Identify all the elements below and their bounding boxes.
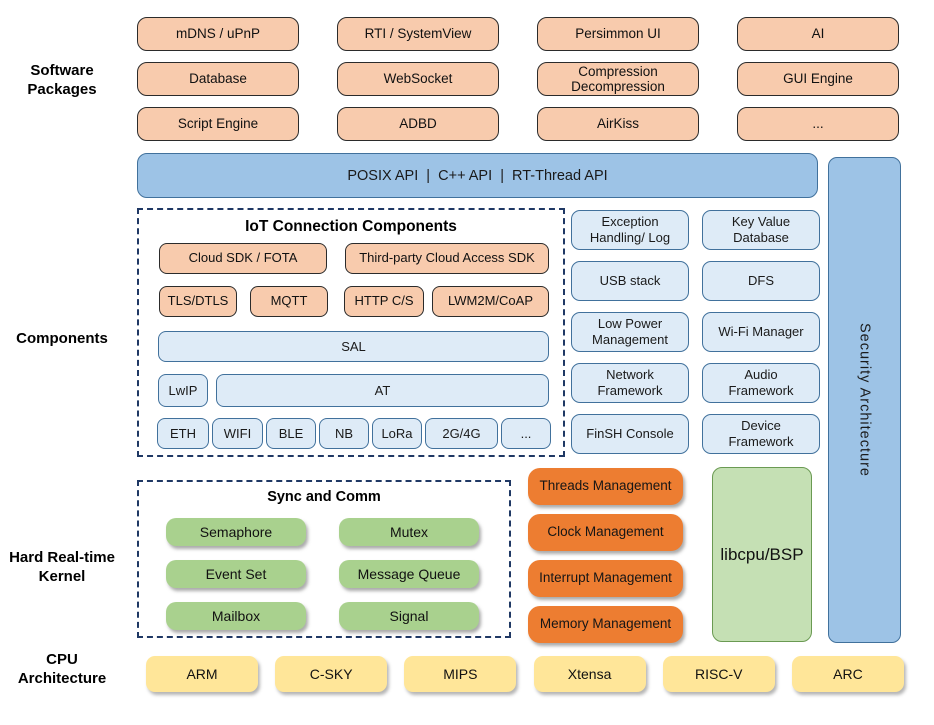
iot-box-lora: LoRa: [372, 418, 422, 449]
iot-box-lwip: LwIP: [158, 374, 208, 407]
cpu-box-c-sky: C-SKY: [275, 656, 388, 692]
sync-group-title: Sync and Comm: [267, 489, 381, 505]
iot-box-at: AT: [216, 374, 549, 407]
iot-box-2g-4g: 2G/4G: [425, 418, 498, 449]
component-box-dfs: DFS: [702, 261, 820, 301]
kernel-box-memory-management: Memory Management: [528, 606, 683, 643]
component-box-exception-handling-log: Exception Handling/ Log: [571, 210, 689, 250]
package-box-gui-engine: GUI Engine: [737, 62, 899, 96]
package-box-websocket: WebSocket: [337, 62, 499, 96]
iot-cloud-row: Cloud SDK / FOTA Third-party Cloud Acces…: [159, 243, 549, 274]
component-box-wifi-manager: Wi-Fi Manager: [702, 312, 820, 352]
iot-group-title: IoT Connection Components: [245, 218, 457, 235]
package-box-compression: Compression Decompression: [537, 62, 699, 96]
libcpu-bsp-box: libcpu/BSP: [712, 467, 812, 642]
sync-box-message-queue: Message Queue: [339, 560, 479, 588]
iot-box-wifi: WIFI: [212, 418, 263, 449]
cpu-box-xtensa: Xtensa: [533, 656, 646, 692]
kernel-box-interrupt-management: Interrupt Management: [528, 560, 683, 597]
package-box-airkiss: AirKiss: [537, 107, 699, 141]
component-box-audio-framework: Audio Framework: [702, 363, 820, 403]
label-components: Components: [16, 330, 108, 347]
package-box-persimmon-ui: Persimmon UI: [537, 17, 699, 51]
cpu-box-arc: ARC: [791, 656, 904, 692]
iot-box-third-party-cloud-sdk: Third-party Cloud Access SDK: [345, 243, 549, 274]
posix-api-bar: POSIX API | C++ API | RT-Thread API: [137, 153, 818, 198]
security-architecture-label: Security Architecture: [856, 323, 873, 477]
sync-box-semaphore: Semaphore: [166, 518, 306, 546]
cpu-architecture-row: ARM C-SKY MIPS Xtensa RISC-V ARC: [146, 656, 904, 692]
component-box-network-framework: Network Framework: [571, 363, 689, 403]
iot-box-ble: BLE: [266, 418, 316, 449]
cpu-box-arm: ARM: [146, 656, 258, 692]
iot-box-lwm2m-coap: LWM2M/CoAP: [432, 286, 549, 317]
component-box-key-value-database: Key Value Database: [702, 210, 820, 250]
iot-box-nb: NB: [319, 418, 369, 449]
security-architecture-bar: Security Architecture: [828, 157, 901, 643]
component-box-low-power-management: Low Power Management: [571, 312, 689, 352]
sync-box-mailbox: Mailbox: [166, 602, 306, 630]
iot-connection-components-group: IoT Connection Components Cloud SDK / FO…: [137, 208, 565, 457]
package-box-script-engine: Script Engine: [137, 107, 299, 141]
sync-grid: Semaphore Mutex Event Set Message Queue …: [166, 518, 479, 630]
iot-box-tls-dtls: TLS/DTLS: [159, 286, 237, 317]
components-grid: Exception Handling/ Log Key Value Databa…: [571, 210, 820, 454]
iot-link-row: ETH WIFI BLE NB LoRa 2G/4G ...: [157, 418, 551, 449]
iot-box-mqtt: MQTT: [250, 286, 328, 317]
software-packages-grid: mDNS / uPnP RTI / SystemView Persimmon U…: [137, 17, 899, 141]
kernel-box-threads-management: Threads Management: [528, 468, 683, 505]
package-box-database: Database: [137, 62, 299, 96]
label-cpu-architecture: CPU Architecture: [17, 651, 107, 687]
cpu-box-mips: MIPS: [404, 656, 517, 692]
package-box-rti-systemview: RTI / SystemView: [337, 17, 499, 51]
iot-box-eth: ETH: [157, 418, 209, 449]
iot-box-more: ...: [501, 418, 551, 449]
label-software-packages: Software Packages: [27, 62, 97, 98]
kernel-box-clock-management: Clock Management: [528, 514, 683, 551]
sync-box-mutex: Mutex: [339, 518, 479, 546]
iot-protocol-row: TLS/DTLS MQTT HTTP C/S LWM2M/CoAP: [159, 286, 549, 317]
sync-and-comm-group: Sync and Comm Semaphore Mutex Event Set …: [137, 480, 511, 638]
kernel-management-column: Threads Management Clock Management Inte…: [528, 468, 683, 643]
posix-api-bar-label: POSIX API | C++ API | RT-Thread API: [347, 167, 608, 184]
package-box-adbd: ADBD: [337, 107, 499, 141]
iot-box-cloud-sdk-fota: Cloud SDK / FOTA: [159, 243, 327, 274]
sync-box-event-set: Event Set: [166, 560, 306, 588]
label-hard-real-time-kernel: Hard Real-time Kernel: [9, 549, 115, 585]
package-box-ai: AI: [737, 17, 899, 51]
component-box-usb-stack: USB stack: [571, 261, 689, 301]
component-box-finsh-console: FinSH Console: [571, 414, 689, 454]
cpu-box-risc-v: RISC-V: [662, 656, 775, 692]
component-box-device-framework: Device Framework: [702, 414, 820, 454]
package-box-more: ...: [737, 107, 899, 141]
iot-box-http-cs: HTTP C/S: [344, 286, 424, 317]
sync-box-signal: Signal: [339, 602, 479, 630]
iot-box-sal: SAL: [158, 331, 549, 362]
package-box-mdns-upnp: mDNS / uPnP: [137, 17, 299, 51]
